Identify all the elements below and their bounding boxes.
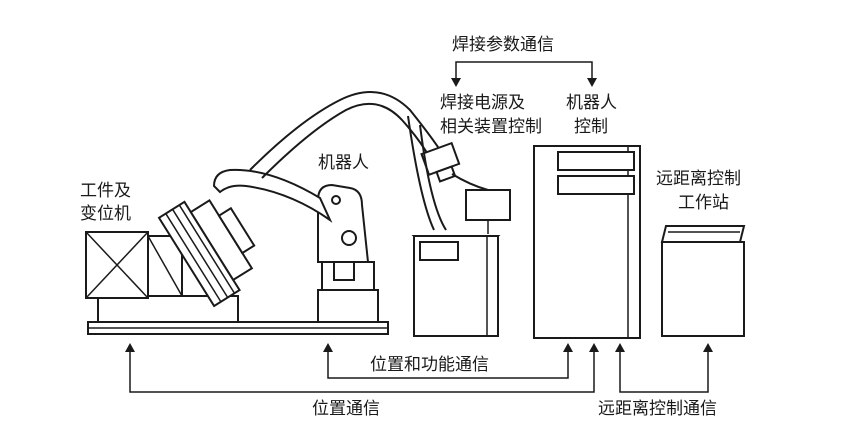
remote-control-link — [615, 343, 713, 393]
wire-feeder-box — [465, 189, 511, 234]
robot-control-label-line2: 控制 — [574, 117, 608, 137]
remote-station-cabinet — [660, 225, 746, 337]
robot-label: 机器人 — [318, 153, 369, 173]
remote-station-label-line2: 工作站 — [678, 193, 729, 213]
robot-control-label-line1: 机器人 — [566, 93, 617, 113]
position-link — [125, 343, 599, 393]
position-function-link — [323, 343, 573, 379]
position-comm-label: 位置通信 — [312, 399, 380, 419]
welding-power-label-line2: 相关装置控制 — [440, 117, 542, 137]
remote-station-label-line1: 远距离控制 — [656, 169, 741, 189]
workpiece-positioner-label-line2: 变位机 — [80, 204, 131, 224]
robot-control-cabinet — [533, 145, 641, 339]
welding-param-link — [451, 61, 597, 87]
welding-param-comm-label: 焊接参数通信 — [452, 35, 554, 55]
position-function-comm-label: 位置和功能通信 — [370, 355, 489, 375]
welding-power-label-line1: 焊接电源及 — [440, 93, 525, 113]
robot-arm-shape — [212, 91, 489, 323]
workpiece-positioner-shape — [85, 199, 256, 308]
remote-control-comm-label: 远距离控制通信 — [598, 399, 717, 419]
welding-power-cabinet — [411, 235, 501, 337]
workpiece-positioner-label-line1: 工件及 — [80, 181, 131, 201]
